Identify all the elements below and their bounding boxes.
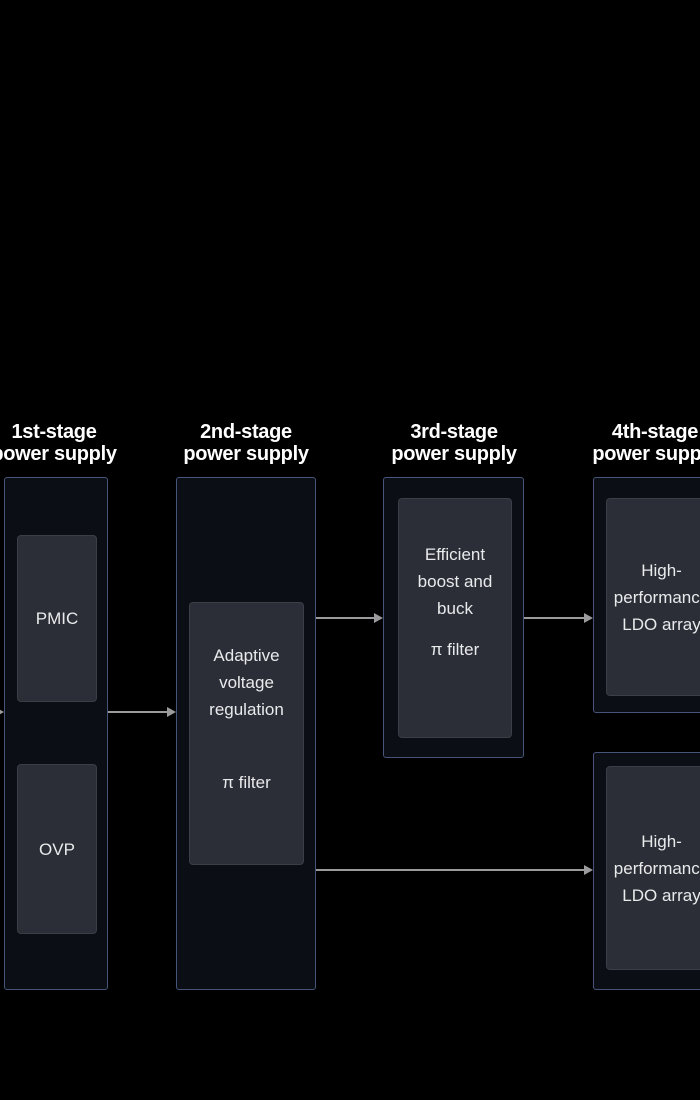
adaptive-label-line2: voltage <box>219 673 274 692</box>
arrow-stage1-to-stage2-icon <box>167 707 176 717</box>
boost-and-buck-module-box: Efficient boost and buck π filter <box>398 498 512 738</box>
arrow-stage3-to-stage4-icon <box>584 613 593 623</box>
ldo2-label-line2: performance <box>613 858 700 878</box>
stage3-group-box: Efficient boost and buck π filter <box>383 477 524 758</box>
stage4-group-box-bottom: High- performance LDO array <box>593 752 700 990</box>
stage2-group-box: Adaptive voltage regulation π filter <box>176 477 316 990</box>
ldo1-label-line1: High- <box>641 560 682 580</box>
stage2-title-line1: 2nd-stage <box>200 421 292 443</box>
stage1-title-line2: power supply <box>0 443 117 465</box>
arrow-stage2-to-stage3-line <box>316 617 374 619</box>
boostbuck-label-line3: buck <box>437 599 473 618</box>
stage3-title: 3rd-stage power supply <box>391 421 517 465</box>
arrow-stage1-to-stage2-line <box>108 711 167 713</box>
arrow-stage2-to-stage4-bottom-line <box>316 869 584 871</box>
arrow-stage2-to-stage4-bottom-icon <box>584 865 593 875</box>
adaptive-label-line3: regulation <box>209 700 284 719</box>
stage3-title-line1: 3rd-stage <box>410 421 498 443</box>
stage4-group-box-top: High- performance LDO array <box>593 477 700 713</box>
boostbuck-label-line2: boost and <box>417 572 493 591</box>
arrow-stage2-to-stage3-icon <box>374 613 383 623</box>
stage1-title: 1st-stage power supply <box>0 421 117 465</box>
stage4-title: 4th-stage power supply <box>592 421 700 465</box>
adaptive-label-line1: Adaptive <box>213 646 280 665</box>
input-arrow-icon <box>0 707 4 717</box>
stage1-group-box: PMIC OVP <box>4 477 108 990</box>
ldo2-label-line3: LDO array <box>622 885 700 905</box>
stage1-title-line1: 1st-stage <box>11 421 97 443</box>
stage2-title-line2: power supply <box>183 443 309 465</box>
stage3-title-line2: power supply <box>391 443 517 465</box>
ldo1-label-line3: LDO array <box>622 614 700 634</box>
stage2-pi-filter-label: π filter <box>222 773 271 792</box>
boostbuck-label-line1: Efficient <box>424 545 486 564</box>
stage4-title-line1: 4th-stage <box>611 421 699 443</box>
pmic-label: PMIC <box>35 609 79 628</box>
ovp-module-box: OVP <box>17 764 97 934</box>
ldo-array-module-box-bottom: High- performance LDO array <box>606 766 700 970</box>
stage3-pi-filter-label: π filter <box>430 640 480 659</box>
ldo1-label-line2: performance <box>613 587 700 607</box>
ldo-array-module-box-top: High- performance LDO array <box>606 498 700 696</box>
ldo2-label-line1: High- <box>641 831 682 851</box>
pmic-module-box: PMIC <box>17 535 97 702</box>
stage2-title: 2nd-stage power supply <box>183 421 309 465</box>
stage4-title-line2: power supply <box>592 443 700 465</box>
adaptive-voltage-regulation-module-box: Adaptive voltage regulation π filter <box>189 602 304 865</box>
ovp-label: OVP <box>39 839 75 859</box>
arrow-stage3-to-stage4-line <box>524 617 584 619</box>
